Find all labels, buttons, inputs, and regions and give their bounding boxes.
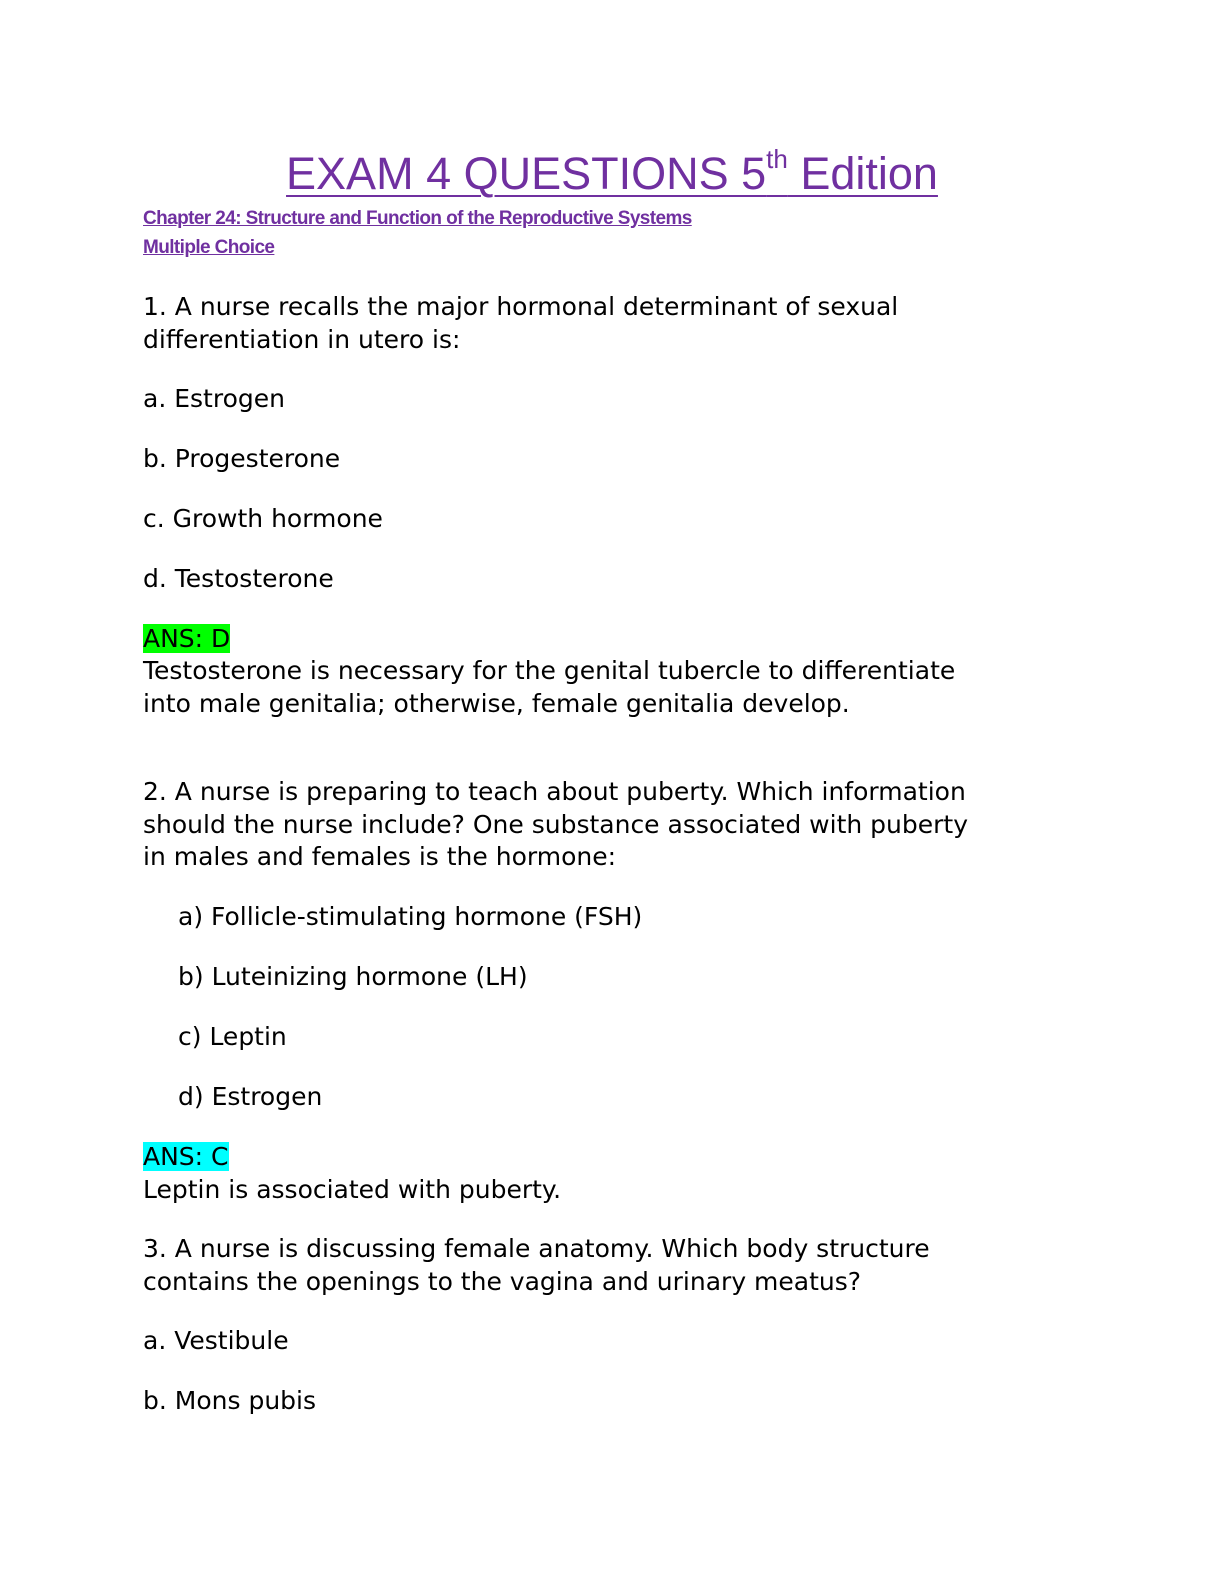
question-2-line: in males and females is the hormone: xyxy=(143,842,617,871)
q2-rationale: Leptin is associated with puberty. xyxy=(143,1175,562,1204)
q2-option-d: d) Estrogen xyxy=(178,1082,323,1111)
title-text-rest: Edition xyxy=(787,148,938,199)
q2-option-b: b) Luteinizing hormone (LH) xyxy=(178,962,528,991)
q2-option-c: c) Leptin xyxy=(178,1022,287,1051)
question-2-line: should the nurse include? One substance … xyxy=(143,810,969,839)
title-text: EXAM 4 QUESTIONS 5 xyxy=(286,148,767,199)
question-3-line: contains the openings to the vagina and … xyxy=(143,1267,862,1296)
q2-answer: ANS: C xyxy=(143,1142,229,1171)
question-3-line: 3. A nurse is discussing female anatomy.… xyxy=(143,1234,930,1263)
question-1-line: 1. A nurse recalls the major hormonal de… xyxy=(143,292,899,321)
chapter-heading: Chapter 24: Structure and Function of th… xyxy=(143,208,692,229)
title-superscript: th xyxy=(766,144,788,174)
q1-option-d: d. Testosterone xyxy=(143,564,334,593)
question-2-line: 2. A nurse is preparing to teach about p… xyxy=(143,777,966,806)
q1-option-c: c. Growth hormone xyxy=(143,504,383,533)
q1-answer: ANS: D xyxy=(143,624,231,653)
q1-option-a: a. Estrogen xyxy=(143,384,285,413)
q3-option-a: a. Vestibule xyxy=(143,1326,289,1355)
q1-rationale: Testosterone is necessary for the genita… xyxy=(143,656,956,685)
question-1-line: differentiation in utero is: xyxy=(143,325,461,354)
q1-rationale: into male genitalia; otherwise, female g… xyxy=(143,689,850,718)
q3-option-b: b. Mons pubis xyxy=(143,1386,316,1415)
section-heading: Multiple Choice xyxy=(143,237,275,258)
q1-option-b: b. Progesterone xyxy=(143,444,341,473)
q2-option-a: a) Follicle-stimulating hormone (FSH) xyxy=(178,902,643,931)
page-title: EXAM 4 QUESTIONS 5th Edition xyxy=(0,144,1224,200)
